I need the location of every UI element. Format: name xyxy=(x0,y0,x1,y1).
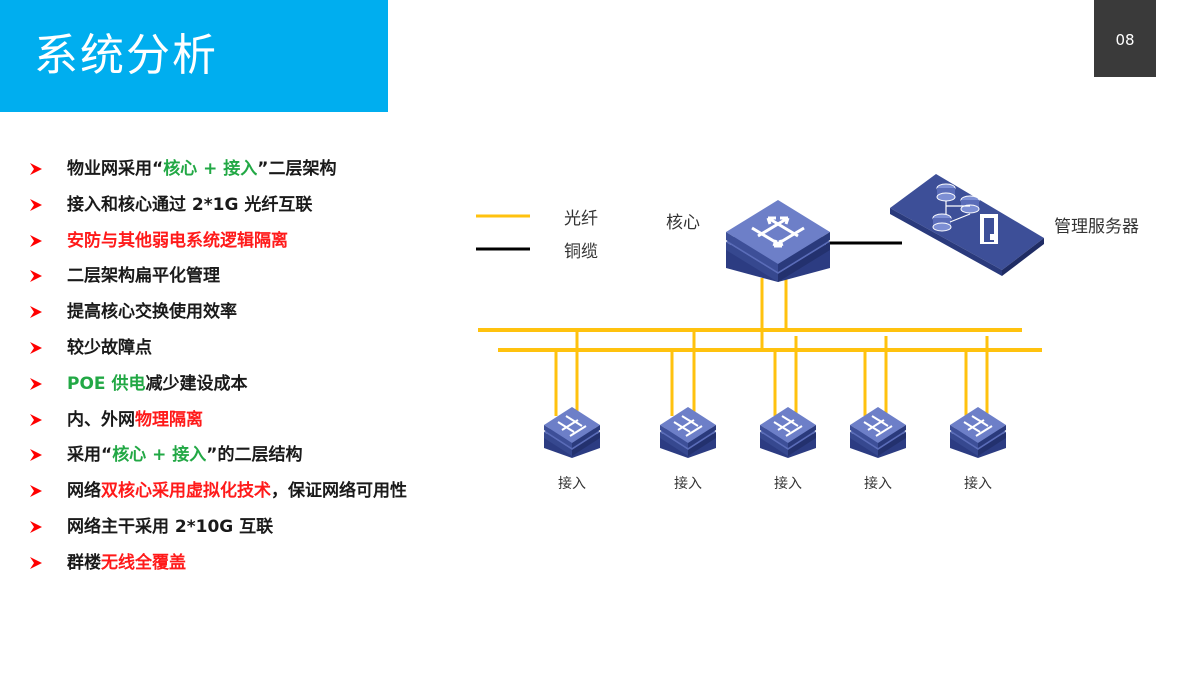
bullet-arrow-icon xyxy=(30,377,42,390)
bullet-text: 接入和核心通过 2*1G 光纤互联 xyxy=(67,192,312,218)
bullet-text: 采用“核心 + 接入”的二层结构 xyxy=(67,442,302,468)
bullet-text-segment: 网络 xyxy=(67,481,101,502)
access-drops xyxy=(554,330,989,416)
page-number: 08 xyxy=(1115,31,1135,49)
access-switch-icon xyxy=(760,407,816,458)
bullet-item: 网络双核心采用虚拟化技术，保证网络可用性 xyxy=(28,474,488,510)
bullet-item: 安防与其他弱电系统逻辑隔离 xyxy=(28,224,488,260)
bullet-arrow-icon xyxy=(30,449,42,462)
bullet-item: 二层架构扁平化管理 xyxy=(28,259,488,295)
bullet-item: 物业网采用“核心 + 接入”二层架构 xyxy=(28,152,488,188)
bullet-text-segment: 二层架构扁平化管理 xyxy=(67,266,220,287)
legend-copper-label: 铜缆 xyxy=(564,242,598,262)
bullet-text-segment: 物业网采用“ xyxy=(67,159,164,179)
bullet-item: 群楼无线全覆盖 xyxy=(28,546,488,582)
bullet-arrow-icon xyxy=(30,234,42,247)
bullet-text-segment: 安防与其他弱电系统逻辑隔离 xyxy=(67,230,288,251)
title-bar: 系统分析 xyxy=(0,0,388,112)
bullet-text: 较少故障点 xyxy=(67,335,152,361)
server-label: 管理服务器 xyxy=(1054,217,1139,237)
core-label: 核心 xyxy=(666,213,700,233)
access-switch-icon xyxy=(850,407,906,458)
bullet-text-segment: 核心 + 接入 xyxy=(163,159,258,179)
bullet-item: 采用“核心 + 接入”的二层结构 xyxy=(28,438,488,474)
bullet-text-segment: POE 供电 xyxy=(67,373,146,394)
bullet-text-segment: ”二层架构 xyxy=(257,159,337,179)
bullet-text: 提高核心交换使用效率 xyxy=(67,299,237,325)
page-title: 系统分析 xyxy=(34,30,218,81)
bullet-text-segment: 群楼 xyxy=(67,552,101,573)
legend-fiber-label: 光纤 xyxy=(564,209,598,229)
bullet-text: 网络双核心采用虚拟化技术，保证网络可用性 xyxy=(67,478,407,504)
bullet-text-segment: 网络主干采用 2*10G 互联 xyxy=(67,516,274,537)
bullet-arrow-icon xyxy=(30,341,42,354)
management-server-icon xyxy=(890,174,1044,276)
bullet-text: 物业网采用“核心 + 接入”二层架构 xyxy=(67,156,336,182)
bullet-text: 网络主干采用 2*10G 互联 xyxy=(67,514,273,540)
bullet-item: 提高核心交换使用效率 xyxy=(28,295,488,331)
bullet-arrow-icon xyxy=(30,306,42,319)
access-switch-icon xyxy=(544,407,600,458)
access-label: 接入 xyxy=(558,475,586,492)
bullet-text-segment: 无线全覆盖 xyxy=(101,552,186,573)
bullet-arrow-icon xyxy=(30,485,42,498)
bullet-item: 网络主干采用 2*10G 互联 xyxy=(28,510,488,546)
bullet-text: 二层架构扁平化管理 xyxy=(67,263,220,289)
bullet-arrow-icon xyxy=(30,163,42,175)
bullet-text-segment: 接入和核心通过 2*1G 光纤互联 xyxy=(67,194,313,215)
access-label: 接入 xyxy=(964,475,992,492)
page-number-box: 08 xyxy=(1094,0,1156,77)
access-label: 接入 xyxy=(774,475,802,492)
bullet-arrow-icon xyxy=(30,520,42,533)
bullet-text: POE 供电减少建设成本 xyxy=(67,371,247,397)
bullet-text-segment: 采用“ xyxy=(67,445,113,466)
bullet-item: 接入和核心通过 2*1G 光纤互联 xyxy=(28,188,488,224)
bullet-item: POE 供电减少建设成本 xyxy=(28,367,488,403)
access-switch-icon xyxy=(950,407,1006,458)
bullet-text-segment: 核心 + 接入 xyxy=(112,445,207,466)
core-switch-icon xyxy=(726,200,830,282)
bullet-arrow-icon xyxy=(30,270,42,283)
bullet-text-segment: ，保证网络可用性 xyxy=(271,481,407,502)
bullet-text-segment: 双核心采用虚拟化技术 xyxy=(101,481,271,502)
bullet-item: 较少故障点 xyxy=(28,331,488,367)
access-label: 接入 xyxy=(864,475,892,492)
access-label: 接入 xyxy=(674,475,702,492)
bullet-text-segment: 减少建设成本 xyxy=(145,373,248,394)
bullet-item: 内、外网物理隔离 xyxy=(28,403,488,439)
bullet-text-segment: 物理隔离 xyxy=(135,409,203,430)
bullet-text: 安防与其他弱电系统逻辑隔离 xyxy=(67,228,288,254)
bullet-text-segment: 提高核心交换使用效率 xyxy=(67,302,237,323)
bullet-text-segment: 内、外网 xyxy=(67,409,135,430)
network-diagram: 光纤 铜缆 核心 xyxy=(476,174,1139,492)
bullet-arrow-icon xyxy=(30,413,42,426)
bullet-text-segment: ”的二层结构 xyxy=(206,445,303,466)
bullet-arrow-icon xyxy=(30,556,42,569)
bullet-text: 群楼无线全覆盖 xyxy=(67,550,186,576)
bullet-list: 物业网采用“核心 + 接入”二层架构接入和核心通过 2*1G 光纤互联安防与其他… xyxy=(28,152,488,582)
access-switch-icon xyxy=(660,407,716,458)
bullet-text-segment: 较少故障点 xyxy=(67,337,152,358)
bullet-text: 内、外网物理隔离 xyxy=(67,407,203,433)
bullet-arrow-icon xyxy=(30,198,42,211)
